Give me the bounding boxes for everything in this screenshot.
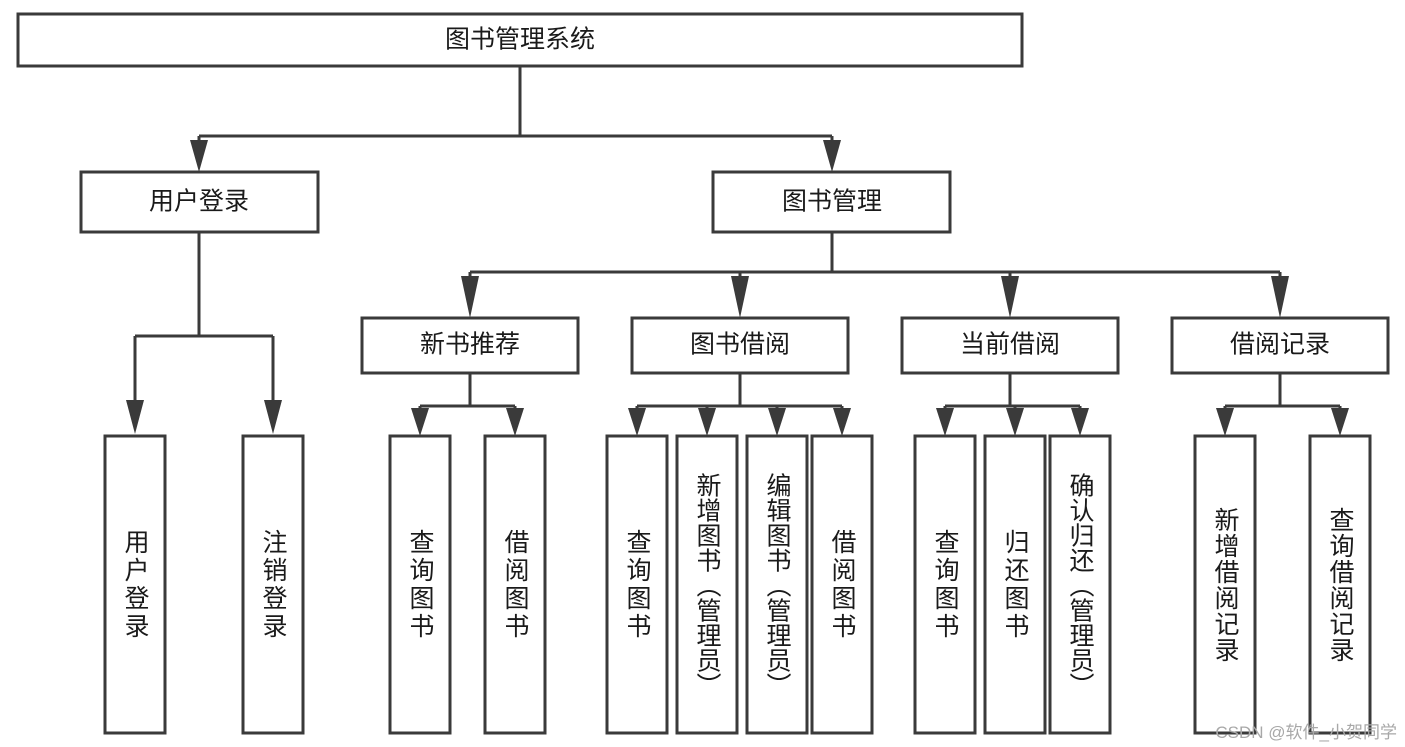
- arrow-head-leaf-query-book-1: [411, 408, 429, 436]
- leaf-query-book-1-label: 查询图书: [406, 529, 435, 641]
- leaf-borrow-book-2-box[interactable]: [810, 434, 874, 735]
- node-current-borrow[interactable]: 当前借阅: [900, 316, 1120, 375]
- arrow-head-leaf-return-book: [1006, 408, 1024, 436]
- node-borrow-record-label: 借阅记录: [1230, 331, 1330, 359]
- arrow-head-leaf-borrow-book-2: [833, 408, 851, 436]
- node-borrow-record-box[interactable]: [1170, 316, 1390, 375]
- leaf-query-book-2-box[interactable]: [605, 434, 669, 735]
- arrow-head-leaf-add-book: [698, 408, 716, 436]
- node-current-borrow-label: 当前借阅: [960, 331, 1060, 359]
- node-book-manage-box[interactable]: [711, 170, 952, 234]
- leaf-return-book[interactable]: 归还图书: [983, 434, 1047, 735]
- node-root-label: 图书管理系统: [445, 26, 595, 54]
- leaf-add-book-box[interactable]: [675, 434, 739, 735]
- arrow-head-leaf-user-login: [126, 400, 144, 434]
- arrow-head-borrow-record: [1271, 276, 1289, 318]
- node-user-login-label: 用户登录: [149, 188, 249, 216]
- node-book-borrow-label: 图书借阅: [690, 331, 790, 359]
- arrow-head-leaf-logout: [264, 400, 282, 434]
- node-root[interactable]: 图书管理系统: [16, 12, 1024, 68]
- leaf-logout-label: 注销登录: [259, 529, 288, 641]
- leaf-return-book-label: 归还图书: [1001, 529, 1030, 641]
- arrow-head-leaf-query-record: [1331, 408, 1349, 436]
- arrow-head-book-borrow: [731, 276, 749, 318]
- node-book-borrow-box[interactable]: [630, 316, 850, 375]
- node-root-box[interactable]: [16, 12, 1024, 68]
- leaf-user-login-box[interactable]: [103, 434, 167, 735]
- leaf-confirm-return-box[interactable]: [1048, 434, 1112, 735]
- node-current-borrow-box[interactable]: [900, 316, 1120, 375]
- arrow-head-leaf-confirm-return: [1071, 408, 1089, 436]
- leaf-borrow-book-1[interactable]: 借阅图书: [483, 434, 547, 735]
- leaf-user-login-label: 用户登录: [121, 529, 150, 641]
- csdn-watermark: CSDN @软件_小贺同学: [1215, 723, 1397, 742]
- leaf-add-record-box[interactable]: [1193, 434, 1257, 735]
- leaf-logout-box[interactable]: [241, 434, 305, 735]
- leaf-query-book-3[interactable]: 查询图书: [913, 434, 977, 735]
- leaf-query-record-label: 查询借阅记录: [1326, 507, 1355, 663]
- leaf-query-book-2[interactable]: 查询图书: [605, 434, 669, 735]
- node-new-book-rec-box[interactable]: [360, 316, 580, 375]
- arrow-head-leaf-query-book-2: [628, 408, 646, 436]
- leaf-borrow-book-2[interactable]: 借阅图书: [810, 434, 874, 735]
- leaf-query-book-3-box[interactable]: [913, 434, 977, 735]
- node-book-manage-label: 图书管理: [782, 188, 882, 216]
- connector-layer: [126, 66, 1349, 436]
- node-borrow-record[interactable]: 借阅记录: [1170, 316, 1390, 375]
- leaf-query-book-1[interactable]: 查询图书: [388, 434, 452, 735]
- leaf-user-login[interactable]: 用户登录: [103, 434, 167, 735]
- leaf-add-book-label: 新增图书（管理员）: [693, 473, 722, 698]
- leaf-add-record[interactable]: 新增借阅记录: [1193, 434, 1257, 735]
- leaf-borrow-book-1-label: 借阅图书: [501, 529, 530, 641]
- leaf-borrow-book-2-label: 借阅图书: [828, 529, 857, 641]
- node-user-login-box[interactable]: [79, 170, 320, 234]
- leaf-edit-book-box[interactable]: [745, 434, 809, 735]
- leaf-add-book[interactable]: 新增图书（管理员）: [675, 434, 739, 735]
- leaf-query-record[interactable]: 查询借阅记录: [1308, 434, 1372, 735]
- arrow-head-user-login: [190, 140, 208, 172]
- leaf-query-book-2-label: 查询图书: [623, 529, 652, 641]
- node-user-login[interactable]: 用户登录: [79, 170, 320, 234]
- leaf-query-record-box[interactable]: [1308, 434, 1372, 735]
- arrow-head-leaf-add-record: [1216, 408, 1234, 436]
- leaf-logout[interactable]: 注销登录: [241, 434, 305, 735]
- arrow-head-new-book-rec: [461, 276, 479, 318]
- leaf-borrow-book-1-box[interactable]: [483, 434, 547, 735]
- arrow-head-leaf-borrow-book-1: [506, 408, 524, 436]
- arrow-head-leaf-edit-book: [768, 408, 786, 436]
- arrow-head-book-manage: [823, 140, 841, 172]
- leaf-edit-book[interactable]: 编辑图书（管理员）: [745, 434, 809, 735]
- arrow-head-leaf-query-book-3: [936, 408, 954, 436]
- leaf-add-record-label: 新增借阅记录: [1211, 507, 1240, 663]
- leaf-query-book-1-box[interactable]: [388, 434, 452, 735]
- node-new-book-rec-label: 新书推荐: [420, 331, 520, 359]
- node-new-book-rec[interactable]: 新书推荐: [360, 316, 580, 375]
- arrow-head-current-borrow: [1001, 276, 1019, 318]
- leaf-confirm-return[interactable]: 确认归还（管理员）: [1048, 434, 1112, 735]
- node-book-borrow[interactable]: 图书借阅: [630, 316, 850, 375]
- leaf-return-book-box[interactable]: [983, 434, 1047, 735]
- leaf-confirm-return-label: 确认归还（管理员）: [1066, 473, 1095, 698]
- node-book-manage[interactable]: 图书管理: [711, 170, 952, 234]
- leaf-edit-book-label: 编辑图书（管理员）: [763, 473, 792, 698]
- leaf-query-book-3-label: 查询图书: [931, 529, 960, 641]
